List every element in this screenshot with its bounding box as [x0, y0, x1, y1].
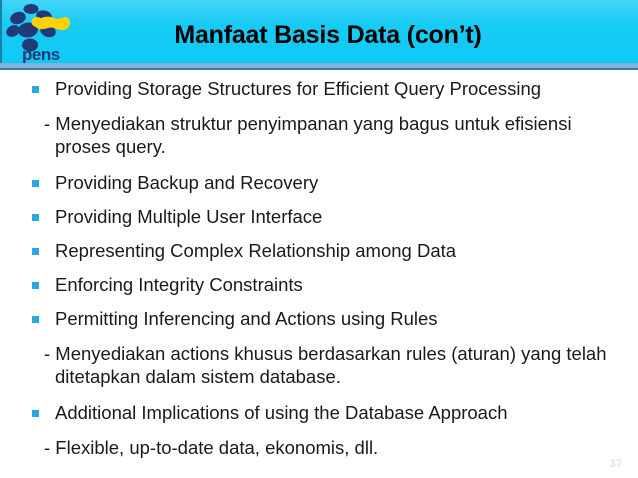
page-number: 37	[609, 458, 622, 470]
pens-logo: pens	[4, 0, 76, 63]
bullet-item: Providing Storage Structures for Efficie…	[0, 78, 638, 100]
bullet-item-label: Additional Implications of using the Dat…	[55, 402, 508, 424]
slide-content: Providing Storage Structures for Efficie…	[0, 78, 638, 473]
bullet-item: Providing Backup and Recovery	[0, 172, 638, 194]
square-bullet-icon	[32, 214, 39, 222]
slide-header-band: pens Manfaat Basis Data (con’t)	[0, 0, 638, 63]
bullet-item-label: Permitting Inferencing and Actions using…	[55, 307, 438, 329]
square-bullet-icon	[32, 86, 39, 93]
sub-item: - Menyediakan actions khusus berdasarkan…	[44, 342, 607, 387]
sub-item: - Flexible, up-to-date data, ekonomis, d…	[44, 436, 379, 458]
bullet-item-label: Providing Storage Structures for Efficie…	[55, 78, 542, 99]
bullet-item: Enforcing Integrity Constraints	[0, 274, 638, 296]
page-title: Manfaat Basis Data (con’t)	[174, 21, 482, 49]
bullet-item: Providing Multiple User Interface	[0, 206, 638, 228]
bullet-item-label: Representing Complex Relationship among …	[55, 240, 457, 262]
square-bullet-icon	[32, 180, 39, 188]
bullet-item: Representing Complex Relationship among …	[0, 240, 638, 262]
square-bullet-icon	[32, 315, 39, 323]
bullet-item-label: Providing Backup and Recovery	[55, 172, 319, 194]
sub-item: - Menyediakan struktur penyimpanan yang …	[44, 112, 572, 158]
svg-text:pens: pens	[22, 45, 60, 63]
square-bullet-icon	[32, 281, 39, 289]
pens-logo-icon: pens	[6, 4, 71, 63]
bullet-item-label: Providing Multiple User Interface	[55, 206, 323, 228]
bullet-item: Permitting Inferencing and Actions using…	[0, 308, 638, 330]
square-bullet-icon	[32, 248, 39, 256]
header-divider-dark	[0, 68, 638, 70]
header-divider-light	[0, 63, 638, 68]
bullet-item: Additional Implications of using the Dat…	[0, 402, 638, 424]
square-bullet-icon	[32, 410, 39, 418]
bullet-item-label: Enforcing Integrity Constraints	[55, 273, 303, 295]
